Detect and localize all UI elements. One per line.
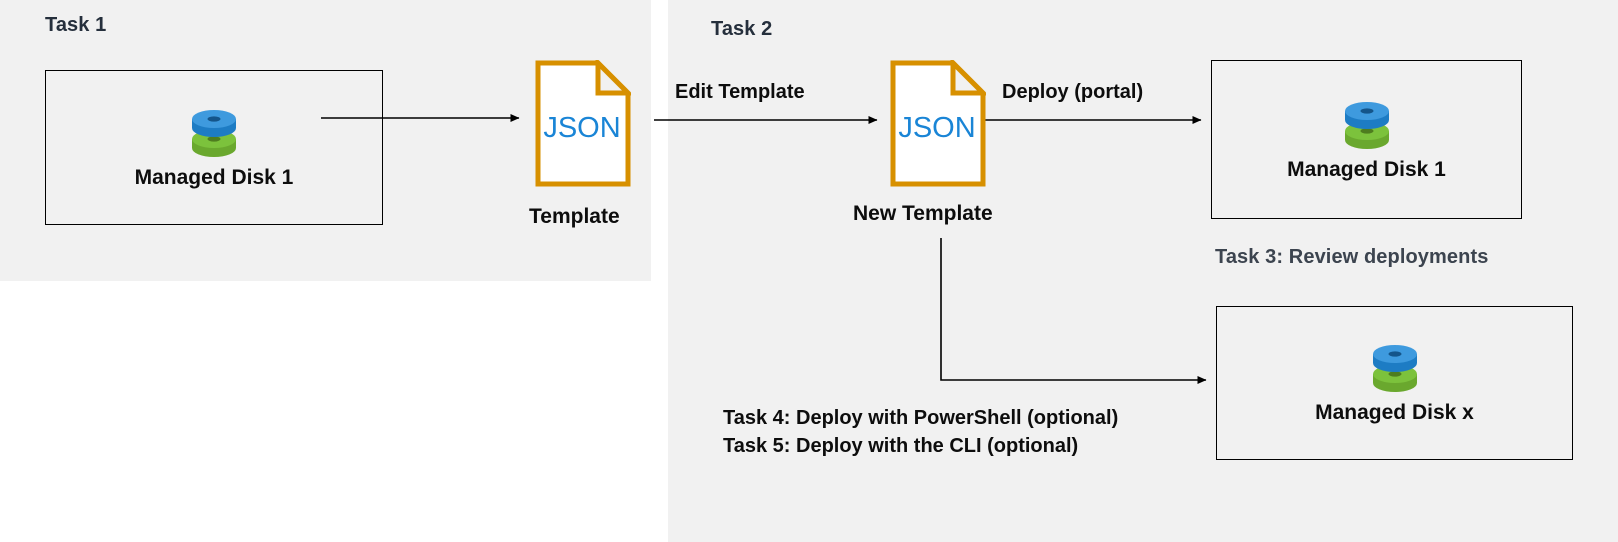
managed-disk-icon <box>1372 345 1417 392</box>
managed-disk-source-label: Managed Disk 1 <box>134 165 294 189</box>
managed-disk-icon <box>192 109 236 157</box>
managed-disk-scripted-box[interactable]: Managed Disk x <box>1216 306 1573 460</box>
optional-tasks-note: Task 4: Deploy with PowerShell (optional… <box>723 404 1118 460</box>
new-template-file-icon-wrap[interactable]: JSON <box>890 56 990 192</box>
template-file-icon-wrap[interactable]: JSON <box>535 56 635 192</box>
managed-disk-portal-content: Managed Disk 1 <box>1212 98 1521 182</box>
edit-template-edge-label: Edit Template <box>675 81 805 103</box>
new-template-caption: New Template <box>853 202 993 225</box>
json-file-icon-text: JSON <box>898 112 975 144</box>
managed-disk-scripted-label: Managed Disk x <box>1315 401 1474 424</box>
task2-heading: Task 2 <box>711 18 773 40</box>
managed-disk-portal-label: Managed Disk 1 <box>1287 157 1446 181</box>
managed-disk-source-content: Managed Disk 1 <box>46 106 382 190</box>
task3-heading: Task 3: Review deployments <box>1215 246 1489 268</box>
task1-heading: Task 1 <box>45 14 107 36</box>
managed-disk-icon <box>1344 101 1389 149</box>
json-file-icon: JSON <box>890 56 990 187</box>
managed-disk-source-box[interactable]: Managed Disk 1 <box>45 70 383 225</box>
template-caption: Template <box>529 205 620 228</box>
managed-disk-scripted-content: Managed Disk x <box>1217 341 1572 425</box>
json-file-icon-text: JSON <box>543 112 620 144</box>
deploy-portal-edge-label: Deploy (portal) <box>1002 81 1144 103</box>
task5-note: Task 5: Deploy with the CLI (optional) <box>723 435 1079 457</box>
json-file-icon: JSON <box>535 56 635 187</box>
managed-disk-portal-box[interactable]: Managed Disk 1 <box>1211 60 1522 219</box>
task4-note: Task 4: Deploy with PowerShell (optional… <box>723 407 1119 429</box>
